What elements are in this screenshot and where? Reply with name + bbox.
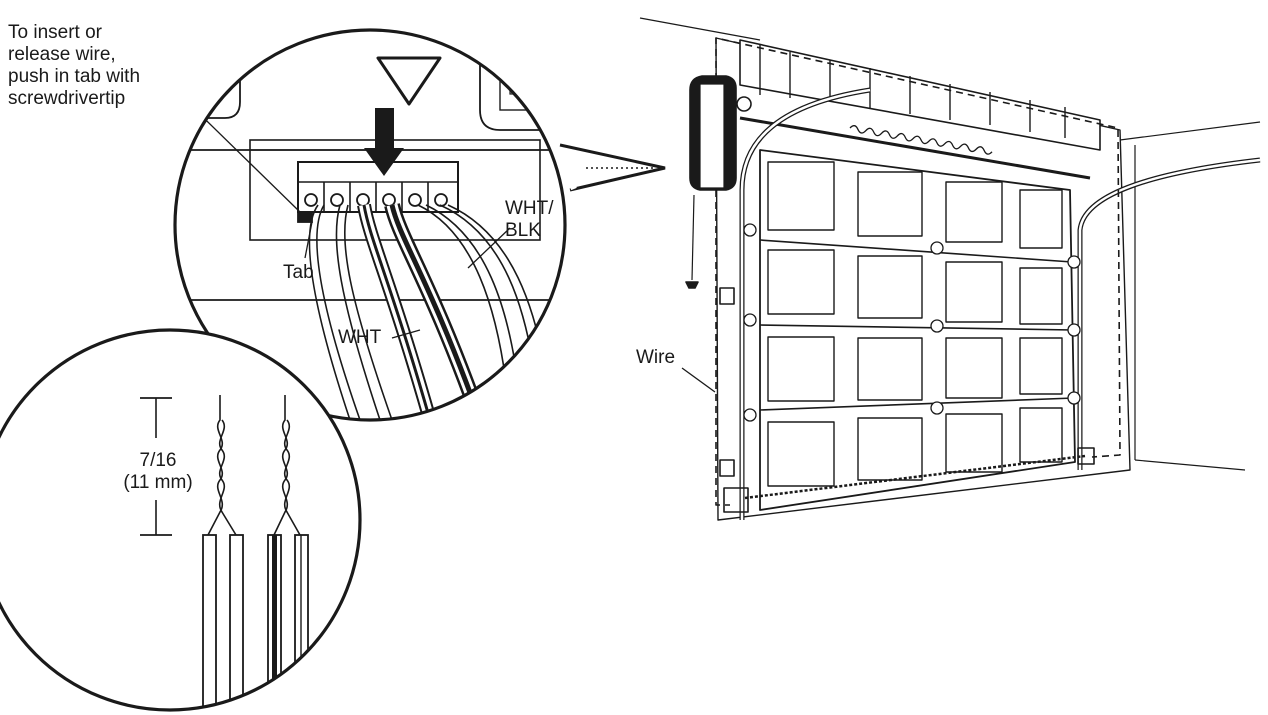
wht-blk-label: WHT/ BLK	[505, 198, 555, 242]
track-left-inner	[740, 88, 871, 520]
housing-contour	[479, 40, 560, 131]
housing-contour	[175, 40, 241, 119]
door-panel	[759, 149, 1076, 511]
bottom-seal	[744, 454, 1086, 500]
wire-striped-whtblk	[384, 203, 488, 420]
down-triangle-icon	[376, 56, 442, 106]
track-right	[1077, 157, 1261, 470]
wire-bundle-left	[308, 204, 393, 420]
jamb-bracket	[719, 287, 735, 305]
floor-line	[1134, 459, 1246, 471]
terminal-housing	[249, 139, 541, 241]
wht-label: WHT	[338, 327, 382, 348]
garage-door-illustration	[639, 17, 1261, 521]
opener-drum	[736, 96, 752, 112]
release-cord	[691, 194, 695, 281]
measurement-label: 7/16 (11 mm)	[123, 450, 193, 493]
wire-strip-detail-callout	[0, 328, 362, 712]
door-section-line	[759, 324, 1074, 331]
wire-route-dashed	[715, 37, 1121, 458]
ceiling-line-right	[1119, 121, 1261, 141]
wire-label: Wire	[636, 347, 676, 368]
release-handle	[685, 281, 699, 289]
jamb-bracket	[719, 459, 735, 477]
wire-route-dashed-left	[715, 190, 730, 506]
terminal-detail-callout	[173, 28, 666, 422]
twisted-conductor-right	[273, 395, 301, 536]
terminal-slots	[323, 182, 429, 212]
instruction-label: To insert or release wire, push in tab w…	[8, 22, 141, 109]
detail-circle-bottom	[0, 328, 362, 712]
leader-tab	[304, 221, 313, 259]
door-section-line	[759, 397, 1075, 411]
spring-coil	[849, 125, 993, 155]
detail-circle-top	[173, 28, 567, 422]
header-studs	[759, 45, 1066, 138]
tab-label: Tab	[283, 262, 314, 283]
wire-striped-wht	[357, 203, 437, 420]
leader-wire	[681, 367, 716, 393]
leader-wht	[391, 329, 421, 339]
callout-pointer-mask	[553, 144, 577, 191]
ceiling-line	[639, 17, 761, 41]
leader-whtblk	[467, 227, 511, 269]
door-section-line	[759, 239, 1073, 263]
door-panels	[767, 161, 1063, 487]
down-arrow-icon	[364, 108, 404, 176]
header-beam	[739, 39, 1101, 151]
twisted-conductor-left	[207, 395, 237, 536]
track-right-inner	[1078, 158, 1261, 470]
terminal-block	[297, 161, 459, 213]
insulated-wire-wht	[202, 534, 244, 710]
terminal-holes	[304, 193, 448, 207]
door-hinges	[743, 223, 1081, 422]
opener-face	[699, 83, 725, 189]
release-tab	[297, 211, 313, 223]
torsion-bar	[739, 116, 1091, 180]
sensor-left	[723, 487, 749, 513]
wht-blk-label-text: WHT/ BLK	[505, 198, 554, 241]
